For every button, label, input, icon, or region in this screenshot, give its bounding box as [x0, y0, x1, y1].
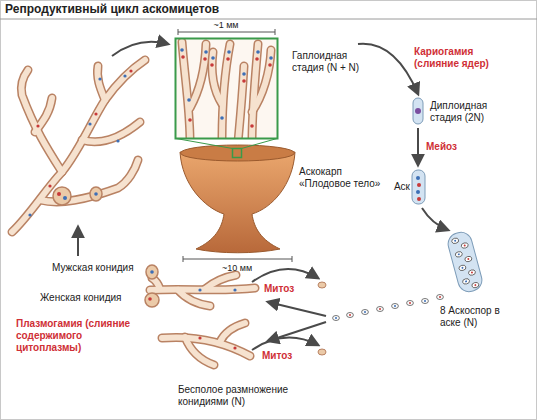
diagram-title: Репродуктивный цикл аскомицетов: [5, 2, 219, 16]
process-label: Митоз: [264, 283, 304, 295]
part-label: Мужская конидия: [52, 262, 144, 274]
ascospore-ascus: [446, 230, 485, 294]
process-label: Мейоз: [426, 141, 476, 153]
process-label: Кариогамия (слияние ядер): [414, 46, 502, 70]
ascus: [412, 170, 425, 204]
part-label: Женская конидия: [40, 292, 138, 304]
mycelium: [12, 60, 145, 232]
stage-label: Гаплоидная стадия (N + N): [292, 50, 370, 74]
title-rule: [0, 19, 537, 20]
stage-label: Диплоидная стадия (2N): [430, 100, 502, 124]
stage-label: Бесполое размножение конидиями (N): [178, 384, 302, 408]
process-label: Митоз: [262, 350, 302, 362]
dimension-label: ~1 мм: [196, 20, 256, 31]
stage-label: 8 Аскоспор в аске (N): [440, 305, 506, 329]
ascospores: [333, 295, 444, 321]
dimension-label: ~10 мм: [207, 263, 267, 274]
diploid-ascus: [413, 98, 423, 124]
part-label: Аскокарп «Плодовое тело»: [299, 166, 393, 190]
conidial-mycelium: [145, 265, 326, 365]
process-label: Плазмогамия (слияние содержимого цитопла…: [16, 318, 144, 354]
part-label: Аск: [388, 181, 410, 193]
size-bracket: [183, 256, 292, 262]
haploid-inset: [176, 39, 278, 143]
ascocarp-cup: [176, 139, 295, 253]
cycle-arrow: [78, 42, 448, 350]
